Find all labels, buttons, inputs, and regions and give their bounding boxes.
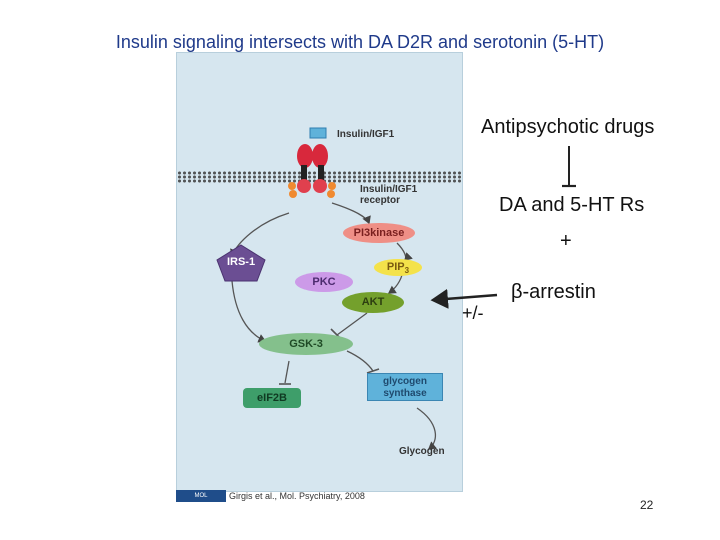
pathway-arrows — [230, 127, 437, 450]
pip3-label: PIP — [386, 261, 405, 273]
pathway-diagram-panel: Insulin/IGF1 Insulin/IGF1 receptor PI3ki… — [176, 52, 463, 492]
plus-minus-label: +/- — [462, 303, 484, 323]
receptor-lobe-left — [297, 144, 313, 168]
phospho-left-icon — [288, 182, 296, 190]
page-number: 22 — [640, 498, 654, 512]
glycogen-label: Glycogen — [399, 446, 445, 457]
receptor-label-line-2: receptor — [360, 195, 401, 206]
receptor-lobe-right — [312, 144, 328, 168]
irs1-pentagon-icon — [216, 244, 266, 282]
title-line-1: Insulin signaling intersects with DA D2R… — [115, 32, 605, 52]
insulin-label: Insulin/IGF1 — [337, 129, 395, 140]
insulin-ligand-icon — [309, 127, 327, 139]
receptor-label: Insulin/IGF1 receptor — [360, 184, 417, 206]
eif2b-node: eIF2B — [243, 388, 301, 408]
pip3-node: PIP3 — [374, 259, 422, 276]
citation-text: Girgis et al., Mol. Psychiatry, 2008 — [229, 491, 365, 501]
glycogen-synthase-line-1: glycogen — [383, 376, 427, 387]
irs1-label: IRS-1 — [226, 256, 256, 268]
pip3-subscript: 3 — [404, 266, 410, 276]
receptor-knob-left — [297, 179, 311, 193]
journal-logo: MOL PSYCHIATRY — [176, 490, 226, 511]
phospho-right-icon — [328, 182, 336, 190]
pkc-node: PKC — [295, 272, 353, 292]
receptor-knob-right — [313, 179, 327, 193]
glycogen-synthase-line-2: synthase — [383, 388, 427, 399]
receptor-label-line-1: Insulin/IGF1 — [360, 184, 418, 195]
beta-arrestin-label: β-arrestin — [511, 281, 596, 303]
pi3kinase-node: PI3kinase — [343, 223, 415, 243]
glycogen-synthase-node: glycogen synthase — [367, 373, 443, 401]
plus-sign: + — [560, 230, 572, 252]
akt-node: AKT — [342, 292, 404, 313]
antipsychotic-drugs-label: Antipsychotic drugs — [481, 116, 655, 138]
da-5ht-receptors-label: DA and 5-HT Rs — [499, 194, 645, 216]
gsk3-node: GSK-3 — [259, 333, 353, 355]
